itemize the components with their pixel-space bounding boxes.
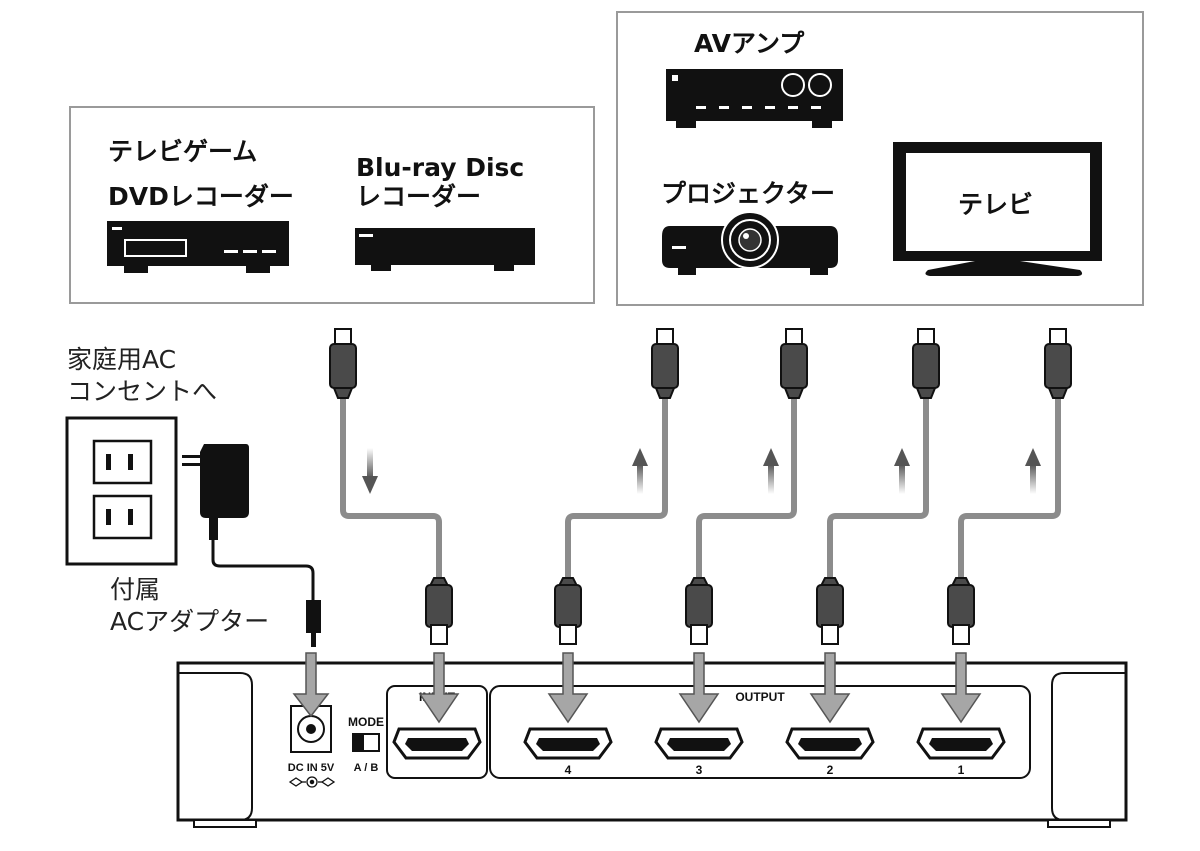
projector-label: プロジェクター [661, 179, 835, 208]
insert-arrow-input [418, 652, 460, 724]
dvd-recorder-label: DVDレコーダー [108, 182, 294, 211]
dc-polarity-icon [288, 776, 336, 788]
cable-input [340, 395, 442, 580]
hdmi-connector-bottom-output-2 [816, 577, 844, 645]
arrow-up-output-4 [632, 448, 648, 494]
output-port-group: OUTPUT 4 3 2 1 [489, 685, 1031, 779]
cable-output-2 [827, 395, 929, 580]
arrow-up-output-2 [894, 448, 910, 494]
insert-arrow-dc [292, 652, 330, 718]
dc-power-cable [211, 540, 321, 647]
insert-arrow-output-4 [547, 652, 589, 724]
hdmi-connector-top-output-4 [651, 328, 679, 399]
hdmi-connector-top-output-2 [912, 328, 940, 399]
hdmi-port-output-4[interactable] [523, 727, 613, 760]
cable-output-4 [565, 395, 668, 580]
mode-ab-label: A / B [354, 762, 379, 774]
insert-arrow-output-1 [940, 652, 982, 724]
dc-in-label: DC IN 5V [288, 762, 335, 774]
port-number-1: 1 [958, 763, 965, 777]
mode-switch[interactable] [352, 733, 380, 752]
av-amp-label: AVアンプ [694, 29, 805, 58]
hdmi-connector-bottom-output-4 [554, 577, 582, 645]
insert-arrow-output-2 [809, 652, 851, 724]
hdmi-connector-top-output-3 [780, 328, 808, 399]
hdmi-port-output-2[interactable] [785, 727, 875, 760]
outlet-label-line2: コンセントへ [67, 377, 217, 406]
port-number-2: 2 [827, 763, 834, 777]
tv-icon [893, 142, 1102, 276]
hdmi-port-input[interactable] [392, 727, 482, 760]
output-label: OUTPUT [735, 690, 785, 704]
arrow-up-output-1 [1025, 448, 1041, 494]
ac-adapter-icon [182, 444, 249, 540]
hdmi-port-output-3[interactable] [654, 727, 744, 760]
dvd-recorder-icon [107, 221, 289, 273]
tv-label: テレビ [958, 190, 1033, 219]
cable-output-3 [696, 395, 797, 580]
input-port-group: INPUT [386, 685, 488, 779]
bluray-label-line1: Blu-ray Disc [356, 153, 524, 182]
arrow-down-input [362, 448, 378, 494]
insertion-arrows [292, 652, 982, 724]
bluray-label-line2: レコーダー [356, 182, 481, 211]
game-label: テレビゲーム [108, 137, 257, 166]
hdmi-connector-bottom-output-3 [685, 577, 713, 645]
projector-icon [662, 211, 838, 275]
hdmi-connector-top-input [329, 328, 357, 399]
arrow-up-output-3 [763, 448, 779, 494]
signal-direction-arrows [362, 448, 1041, 494]
hdmi-connector-bottom-output-1 [947, 577, 975, 645]
adapter-label-line2: ACアダプター [110, 607, 269, 636]
hdmi-connector-bottom-input [425, 577, 453, 645]
adapter-label-line1: 付属 [110, 575, 160, 604]
wall-outlet-icon [65, 416, 178, 566]
port-number-3: 3 [696, 763, 703, 777]
hdmi-connector-top-output-1 [1044, 328, 1072, 399]
insert-arrow-output-3 [678, 652, 720, 724]
port-number-4: 4 [565, 763, 572, 777]
av-amp-icon [666, 69, 843, 128]
hdmi-cables [340, 395, 1061, 580]
outlet-label-line1: 家庭用AC [67, 345, 176, 374]
cable-output-1 [958, 395, 1061, 580]
hdmi-port-output-1[interactable] [916, 727, 1006, 760]
mode-label: MODE [348, 715, 384, 729]
bluray-recorder-icon [355, 228, 535, 271]
